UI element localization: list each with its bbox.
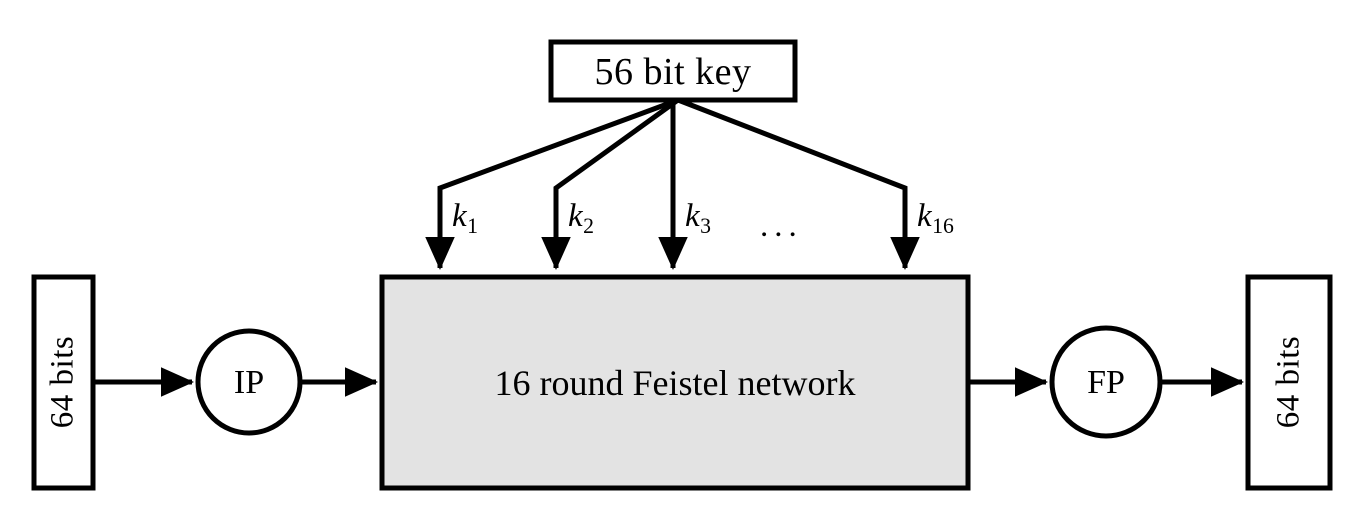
network-box-shape [379, 274, 971, 491]
key-box-label: 56 bit key [594, 51, 752, 93]
key-line-k2 [541, 97, 680, 271]
round-key-base: k [685, 198, 700, 234]
output-box-label: 64 bits [1270, 335, 1307, 429]
fp-circle-label: FP [1087, 364, 1125, 401]
ip-circle-label: IP [233, 364, 265, 401]
round-key-ellipsis: ... [760, 208, 803, 244]
round-key-subscript: 1 [467, 213, 478, 238]
round-key-subscript: 2 [583, 213, 594, 238]
round-key-label-k16: k16 [917, 198, 954, 237]
round-key-base: k [917, 198, 932, 234]
round-key-label-k2: k2 [568, 198, 594, 237]
network-box-label: 16 round Feistel network [494, 363, 856, 403]
round-key-base: k [568, 198, 583, 234]
key-line-k1 [425, 97, 679, 271]
key-line-k16 [677, 97, 920, 271]
input-box-shape [31, 274, 96, 491]
round-key-label-k3: k3 [685, 198, 711, 237]
input-box-label: 64 bits [44, 335, 81, 429]
round-key-label-k1: k1 [452, 198, 478, 237]
output-box-shape [1245, 274, 1333, 491]
round-key-base: k [452, 198, 467, 234]
round-key-subscript: 3 [700, 213, 711, 238]
round-key-subscript: 16 [932, 213, 954, 238]
